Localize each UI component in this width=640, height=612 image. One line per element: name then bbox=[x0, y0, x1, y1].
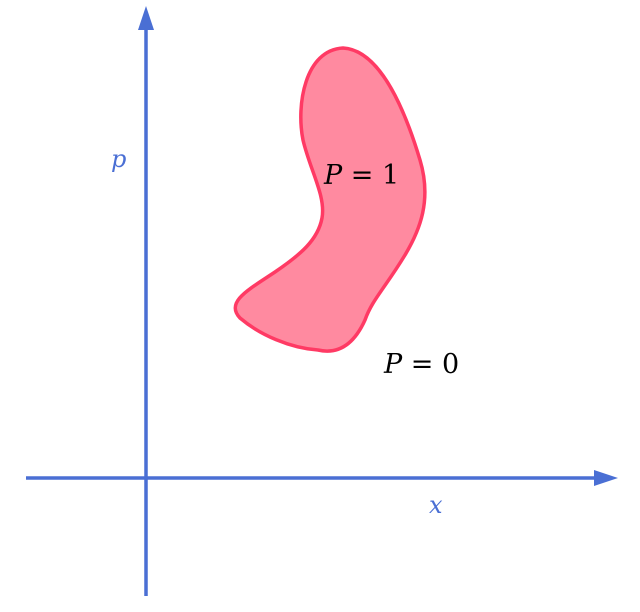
label-outside-eq: = bbox=[402, 349, 442, 380]
label-outside-region: P = 0 bbox=[383, 349, 459, 380]
x-axis-label: x bbox=[429, 491, 443, 519]
p-axis-label: p bbox=[111, 145, 126, 173]
x-axis-arrowhead bbox=[594, 470, 618, 486]
label-inside-value: 1 bbox=[382, 160, 399, 191]
label-outside-var: P bbox=[383, 349, 403, 380]
label-outside-value: 0 bbox=[442, 349, 459, 380]
p-axis-arrowhead bbox=[138, 6, 154, 30]
label-inside-var: P bbox=[323, 160, 343, 191]
region-p1-shape bbox=[233, 46, 427, 353]
label-inside-region: P = 1 bbox=[323, 160, 399, 191]
label-inside-eq: = bbox=[342, 160, 382, 191]
